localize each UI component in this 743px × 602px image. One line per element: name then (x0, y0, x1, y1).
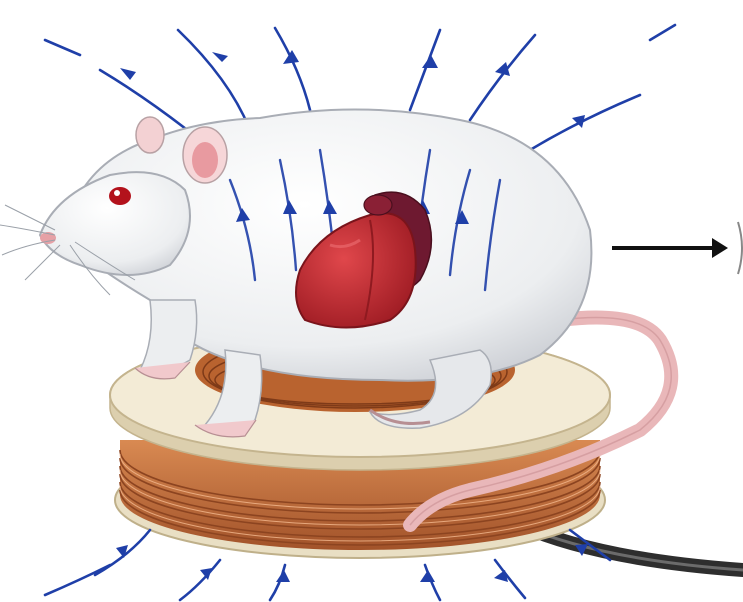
field-line (470, 35, 535, 120)
arrow-head-icon (494, 570, 508, 582)
field-line (275, 28, 310, 110)
field-line (45, 565, 110, 595)
rat-front-leg (140, 300, 197, 371)
arrow-right-icon (712, 238, 728, 258)
arrow-head-icon (420, 570, 435, 582)
field-line (650, 25, 675, 40)
arrow-head-icon (283, 50, 299, 64)
field-line (425, 565, 440, 600)
field-line (45, 40, 80, 55)
field-line (180, 560, 220, 600)
rat-eye (109, 187, 131, 205)
arrow-head-icon (120, 68, 136, 80)
field-line (178, 30, 250, 130)
arrow-head-icon (212, 52, 228, 62)
output-arrow (612, 222, 742, 274)
field-line (530, 95, 640, 150)
arrow-head-icon (200, 568, 212, 580)
arrow-head-icon (276, 570, 290, 582)
field-line (270, 565, 285, 600)
rat-head (40, 172, 190, 275)
field-line (410, 30, 440, 110)
arrow-head-icon (495, 62, 510, 76)
arrow-head-icon (422, 55, 438, 68)
